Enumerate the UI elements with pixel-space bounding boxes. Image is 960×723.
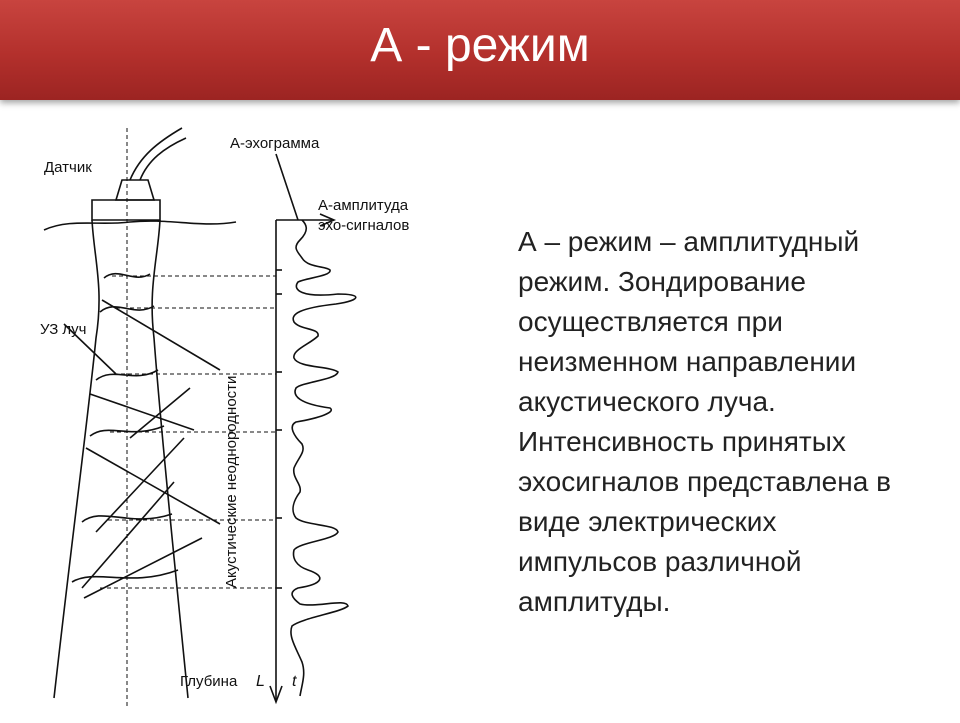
us-beam-ray-6 [81,481,175,589]
inhomogeneity-curve-3 [95,369,159,381]
beam-left-edge [53,219,100,699]
label-inhomogeneities: Акустические неоднородности [223,376,240,588]
us-beam-ray-1 [101,299,221,371]
us-beam-ray-4 [129,387,191,439]
title-bar [0,0,960,100]
sensor-cable-2 [139,137,187,181]
label-amplitude-1: А-амплитуда [318,197,409,214]
body-line: амплитуды. [518,586,671,617]
inhomogeneity-curve-6 [71,569,179,583]
slide-title: А - режим [370,19,590,72]
label-sensor: Датчик [44,159,92,176]
body-line: осуществляется при [518,306,783,337]
us-beam-ray-2 [89,393,195,431]
tissue-surface-line [43,220,237,231]
label-amplitude-2: эхо-сигналов [318,217,409,234]
a-mode-diagram: Датчик А-эхограмма А-амплитуда эхо-сигна… [30,118,470,718]
sensor-cable [129,127,183,181]
label-depth: Глубина [180,673,238,690]
label-depth-symbol: L [256,673,265,690]
body-line: неизменном направлении [518,346,857,377]
body-line: импульсов различной [518,546,802,577]
label-us-beam: УЗ луч [40,321,87,338]
body-line: режим. Зондирование [518,266,806,297]
body-line: А – режим – амплитудный [518,226,860,257]
inhomogeneity-curve-4 [89,425,165,437]
body-line: Интенсивность принятых [518,426,846,457]
label-a-echogram: А-эхограмма [230,135,320,152]
body-line: эхосигналов представлена в [518,466,891,497]
body-line: акустического луча. [518,386,776,417]
amplitude-axis-arrowhead [319,213,337,227]
label-time: t [292,673,297,690]
sensor-head [114,179,156,201]
us-beam-ray-5 [95,437,185,533]
depth-axis-arrowhead [269,685,283,705]
echogram-pointer [275,153,299,221]
us-beam-ray-8 [63,323,117,375]
inhomogeneity-curve-1 [103,272,151,279]
us-beam-ray-7 [83,537,203,599]
body-line: виде электрических [518,506,777,537]
us-beam-ray-3 [85,447,221,525]
inhomogeneity-curve-5 [81,513,173,523]
echogram-trace [290,219,357,697]
beam-right-edge [151,219,189,699]
transducer-body [91,199,161,221]
body-paragraph: А – режим – амплитудный режим. Зондирова… [518,222,948,622]
a-mode-diagram-svg: Датчик А-эхограмма А-амплитуда эхо-сигна… [40,127,409,708]
